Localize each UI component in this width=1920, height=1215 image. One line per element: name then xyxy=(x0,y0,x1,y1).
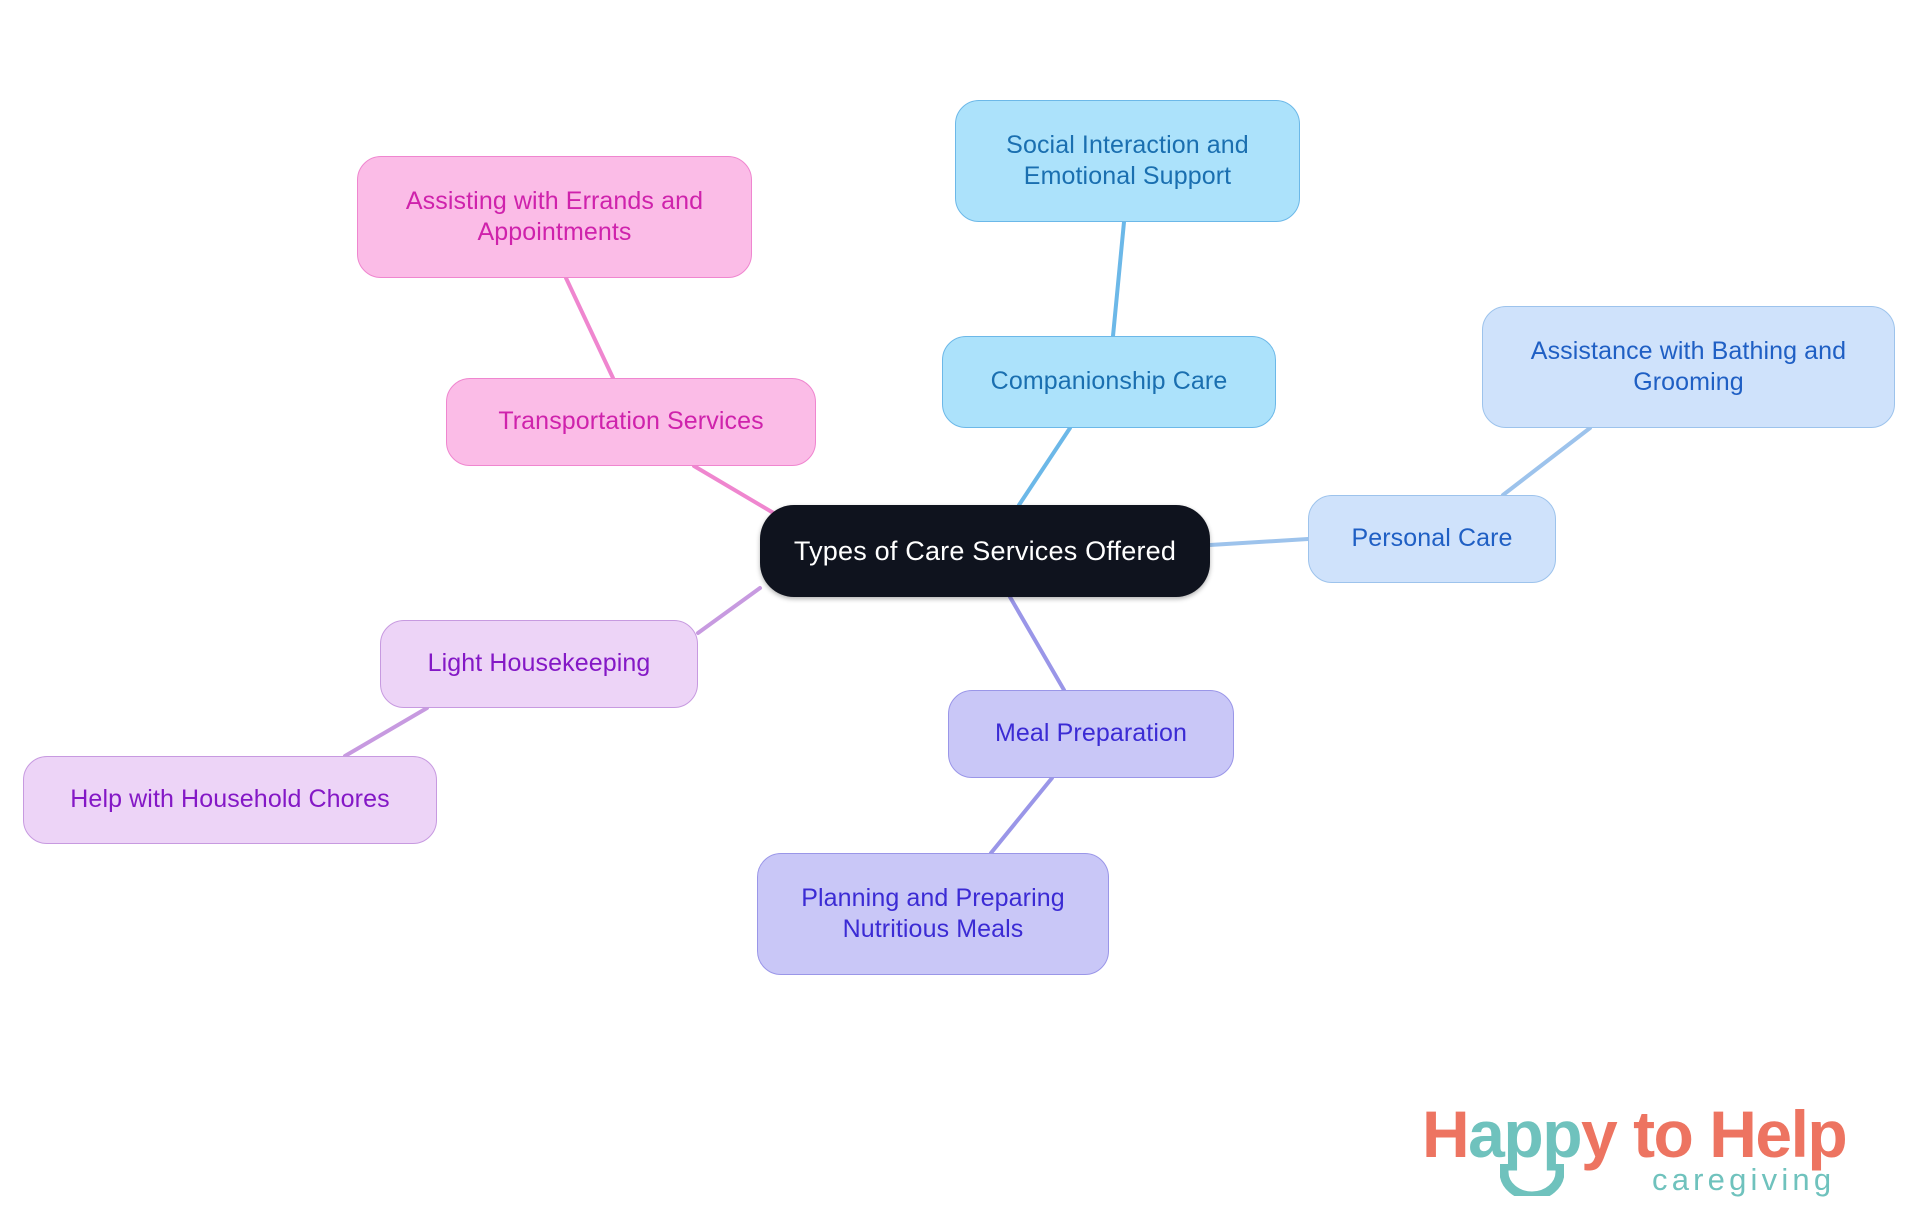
logo-smile-arc-icon xyxy=(1500,1164,1564,1196)
edge-transportation-errands xyxy=(564,276,615,380)
logo-space-2 xyxy=(1692,1097,1709,1171)
edge-root-housekeeping xyxy=(696,586,762,635)
logo-space-1 xyxy=(1616,1097,1633,1171)
edge-housekeeping-chores xyxy=(343,706,429,758)
logo-to: to xyxy=(1633,1097,1694,1171)
edge-companionship-social xyxy=(1111,220,1126,338)
brand-logo-happy-to-help-caregiving: Happy to Help caregiving xyxy=(1422,1096,1892,1206)
edge-root-companionship xyxy=(1017,426,1072,507)
leaf-node-planning-and-preparing-nutritious-meals[interactable]: Planning and Preparing Nutritious Meals xyxy=(757,853,1109,975)
leaf-node-assistance-with-bathing-and-grooming[interactable]: Assistance with Bathing and Grooming xyxy=(1482,306,1895,428)
edge-personal-bathing xyxy=(1501,426,1592,497)
edge-root-transportation xyxy=(692,464,784,520)
leaf-node-social-interaction-and-emotional-support[interactable]: Social Interaction and Emotional Support xyxy=(955,100,1300,222)
branch-node-companionship-care[interactable]: Companionship Care xyxy=(942,336,1276,428)
logo-happy-h: H xyxy=(1422,1097,1470,1171)
edge-root-meal xyxy=(1008,595,1066,692)
edge-meal-planning xyxy=(989,776,1054,855)
branch-node-personal-care[interactable]: Personal Care xyxy=(1308,495,1556,583)
edge-root-personal xyxy=(1208,537,1310,547)
branch-node-transportation-services[interactable]: Transportation Services xyxy=(446,378,816,466)
branch-node-meal-preparation[interactable]: Meal Preparation xyxy=(948,690,1234,778)
leaf-node-assisting-with-errands-and-appointments[interactable]: Assisting with Errands and Appointments xyxy=(357,156,752,278)
logo-help: Help xyxy=(1709,1097,1848,1171)
logo-happy-y: y xyxy=(1581,1097,1618,1171)
root-node-types-of-care-services-offered[interactable]: Types of Care Services Offered xyxy=(760,505,1210,597)
logo-wordmark: Happy to Help xyxy=(1422,1096,1848,1172)
logo-tagline: caregiving xyxy=(1652,1162,1836,1197)
leaf-node-help-with-household-chores[interactable]: Help with Household Chores xyxy=(23,756,437,844)
logo-happy-app: app xyxy=(1468,1097,1582,1171)
branch-node-light-housekeeping[interactable]: Light Housekeeping xyxy=(380,620,698,708)
